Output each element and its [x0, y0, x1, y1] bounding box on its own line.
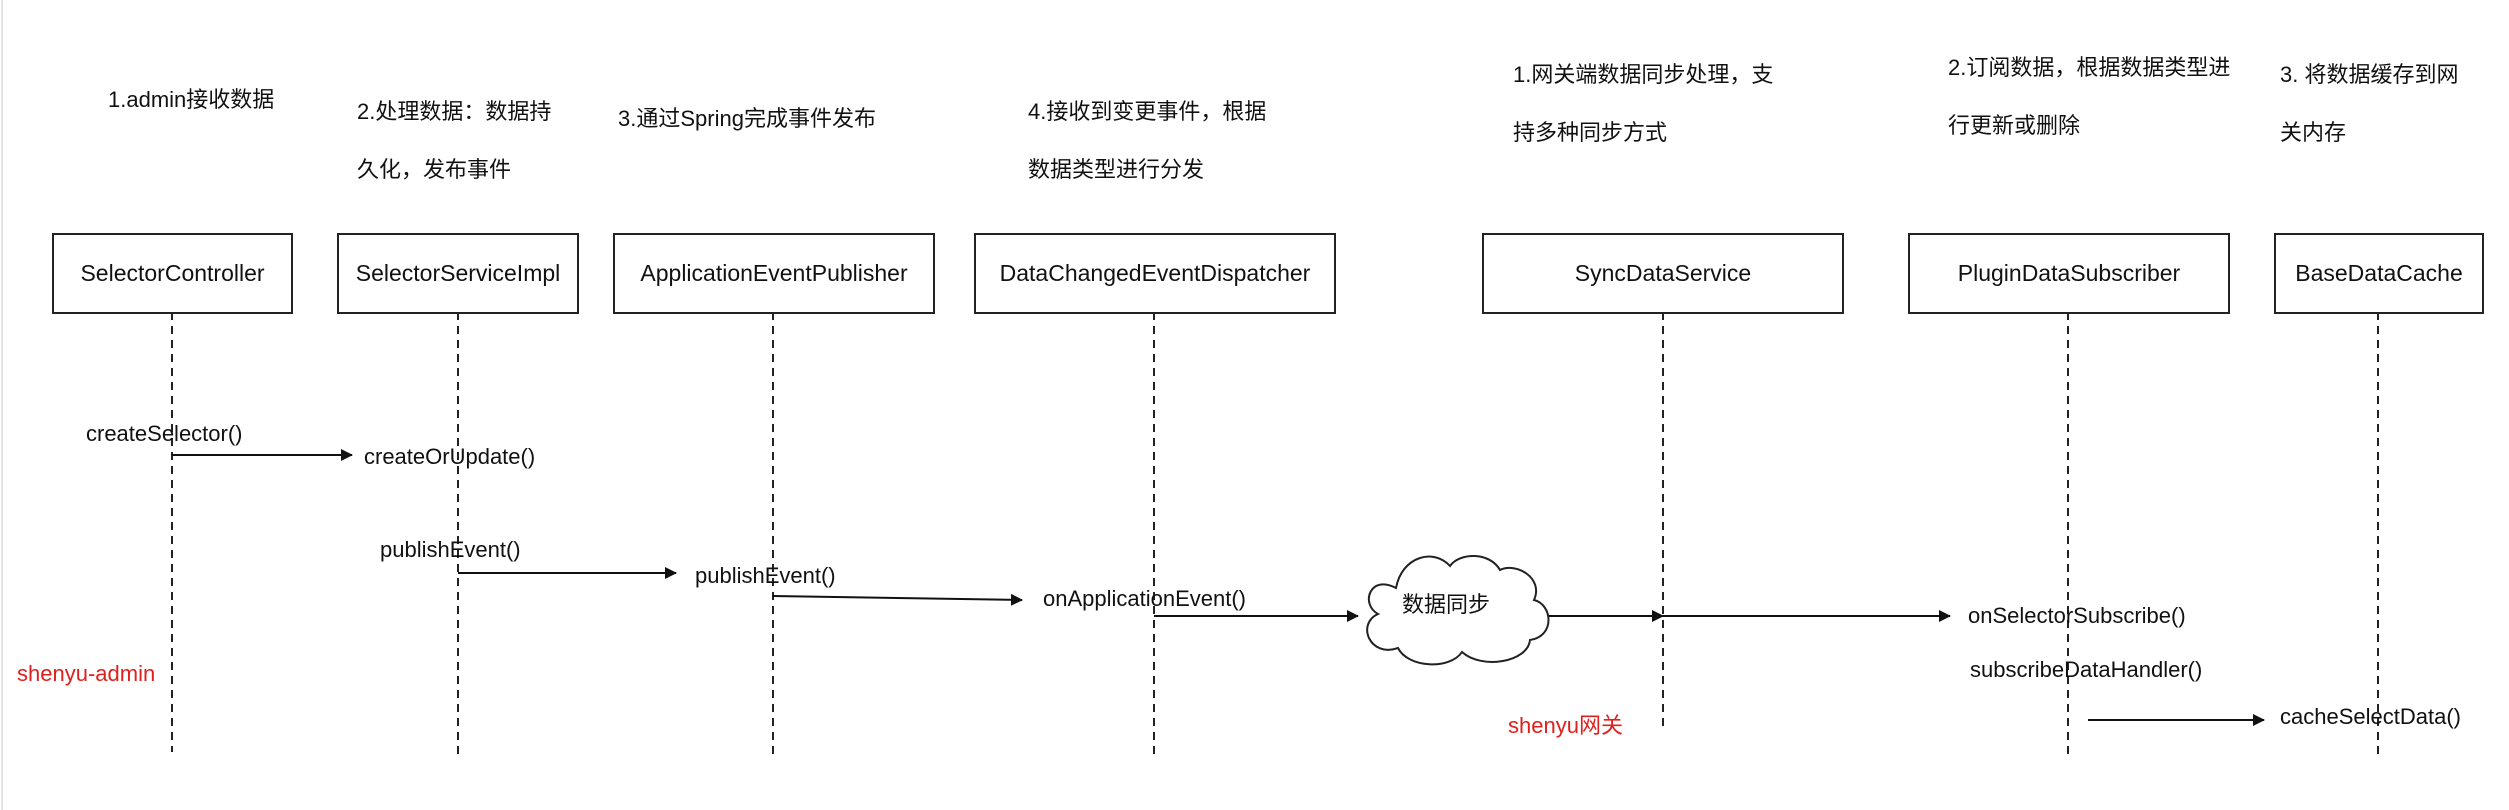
- participant-selector-controller: SelectorController: [52, 233, 293, 314]
- participant-label: PluginDataSubscriber: [1957, 260, 2181, 286]
- group-label-shenyu-admin: shenyu-admin: [17, 661, 156, 686]
- participant-label: SelectorController: [80, 260, 265, 286]
- message-label-publish-event-2: publishEvent(): [695, 563, 836, 588]
- cloud-label: 数据同步: [1402, 592, 1491, 617]
- participant-sync-data-service: SyncDataService: [1482, 233, 1844, 314]
- note-subscribe-data: 2.订阅数据，根据数据类型进行更新或删除: [1948, 55, 2231, 138]
- participant-label: SelectorServiceImpl: [355, 260, 561, 286]
- participant-label: DataChangedEventDispatcher: [999, 260, 1311, 286]
- message-label-subscribe-data-handler: subscribeDataHandler(): [1970, 657, 2203, 682]
- message-label-publish-event-1: publishEvent(): [380, 537, 521, 562]
- message-label-on-selector-subscribe: onSelectorSubscribe(): [1968, 603, 2186, 628]
- message-label-create-selector: createSelector(): [86, 421, 243, 446]
- participant-label: BaseDataCache: [2295, 260, 2463, 286]
- note-dispatch-event: 4.接收到变更事件，根据数据类型进行分发: [1028, 99, 1267, 182]
- note-spring-publish: 3.通过Spring完成事件发布: [618, 106, 876, 131]
- data-sync-cloud-icon: [1366, 554, 1550, 666]
- participant-data-changed-event-dispatcher: DataChangedEventDispatcher: [974, 233, 1336, 314]
- participant-selector-service-impl: SelectorServiceImpl: [337, 233, 579, 314]
- message-label-cache-select-data: cacheSelectData(): [2280, 704, 2461, 729]
- message-label-on-application-event: onApplicationEvent(): [1043, 586, 1247, 611]
- message-arrow-on-application-event: [772, 593, 1023, 606]
- participant-base-data-cache: BaseDataCache: [2274, 233, 2484, 314]
- group-label-shenyu-gateway: shenyu网关: [1508, 713, 1623, 738]
- participant-plugin-data-subscriber: PluginDataSubscriber: [1908, 233, 2230, 314]
- participant-label: ApplicationEventPublisher: [640, 260, 908, 286]
- note-cache-data: 3. 将数据缓存到网关内存: [2280, 62, 2459, 145]
- note-gateway-sync: 1.网关端数据同步处理，支持多种同步方式: [1513, 62, 1774, 145]
- participant-application-event-publisher: ApplicationEventPublisher: [613, 233, 935, 314]
- note-admin-receive: 1.admin接收数据: [108, 87, 275, 112]
- message-label-create-or-update: createOrUpdate(): [364, 444, 536, 469]
- note-process-data: 2.处理数据：数据持久化，发布事件: [357, 99, 552, 182]
- participant-label: SyncDataService: [1574, 260, 1752, 286]
